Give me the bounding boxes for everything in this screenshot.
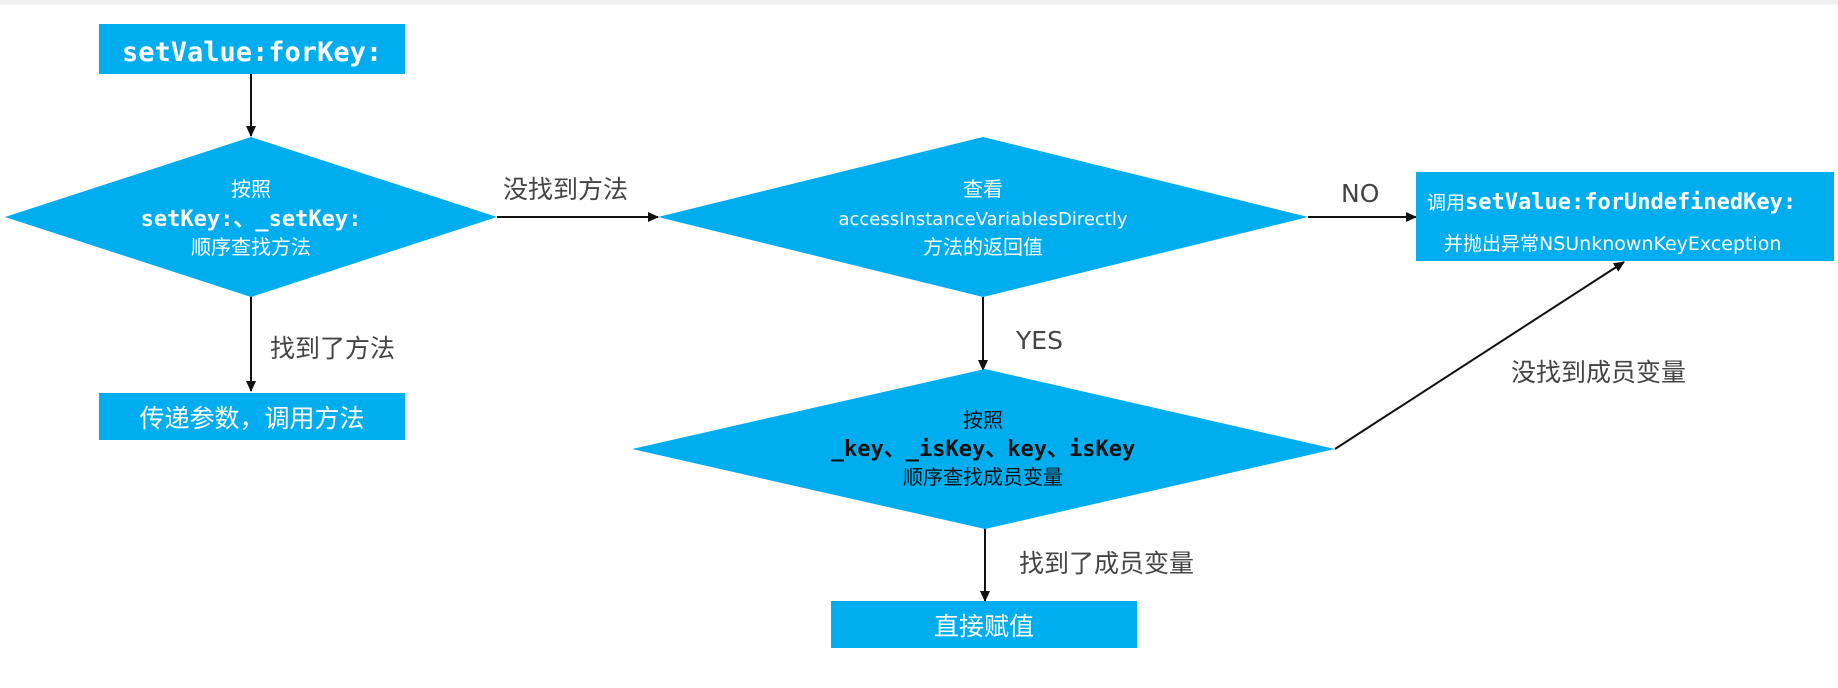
connectors — [246, 74, 1625, 602]
ivar-search-line3: 顺序查找成员变量 — [903, 465, 1063, 489]
edge-label-access-no: NO — [1341, 179, 1379, 208]
method-search-node: 按照 setKey:、_setKey: 顺序查找方法 — [5, 137, 497, 297]
ivar-search-line2: _key、_isKey、key、isKey — [831, 437, 1135, 462]
undefined-key-box — [1416, 172, 1834, 261]
undefined-key-node: 调用setValue:forUndefinedKey: 并抛出异常NSUnkno… — [1416, 172, 1834, 261]
ivar-search-line1: 按照 — [963, 408, 1003, 432]
call-method-label: 传递参数，调用方法 — [139, 404, 364, 433]
start-label: setValue:forKey: — [122, 37, 382, 68]
edge-label-access-yes: YES — [1015, 326, 1063, 355]
undefined-key-method: setValue:forUndefinedKey: — [1465, 190, 1796, 215]
assign-box — [831, 601, 1137, 648]
access-check-node: 查看 accessInstanceVariablesDirectly 方法的返回… — [658, 137, 1308, 297]
call-method-node: 传递参数，调用方法 — [99, 393, 405, 440]
ivar-search-node: 按照 _key、_isKey、key、isKey 顺序查找成员变量 — [632, 369, 1335, 529]
top-border — [0, 0, 1838, 5]
edge-labels: 找到了方法 没找到方法 NO YES 找到了成员变量 没找到成员变量 — [270, 175, 1686, 578]
edge-label-ivar-found: 找到了成员变量 — [1019, 549, 1194, 578]
undefined-key-line1: 调用setValue:forUndefinedKey: — [1427, 190, 1796, 215]
access-check-line1: 查看 — [963, 177, 1003, 201]
undefined-key-prefix: 调用 — [1427, 192, 1465, 214]
assign-node: 直接赋值 — [831, 601, 1137, 648]
method-search-line1: 按照 — [231, 177, 271, 201]
edge-label-ivar-not-found: 没找到成员变量 — [1511, 358, 1686, 387]
access-check-diamond — [658, 137, 1308, 297]
access-check-line2: accessInstanceVariablesDirectly — [838, 209, 1127, 230]
ivar-search-diamond — [632, 369, 1335, 529]
edge-label-method-not-found: 没找到方法 — [503, 175, 628, 204]
start-box — [99, 24, 405, 74]
method-search-diamond — [5, 137, 497, 297]
arrow-ivar-not-found — [1334, 261, 1625, 450]
access-check-line3: 方法的返回值 — [923, 235, 1043, 259]
undefined-key-line2: 并抛出异常NSUnknownKeyException — [1444, 233, 1781, 255]
assign-label: 直接赋值 — [934, 612, 1034, 641]
method-search-line2: setKey:、_setKey: — [141, 207, 362, 232]
edge-label-method-found: 找到了方法 — [270, 334, 395, 363]
method-search-line3: 顺序查找方法 — [191, 235, 311, 259]
call-method-box — [99, 393, 405, 440]
start-node: setValue:forKey: — [99, 24, 405, 74]
